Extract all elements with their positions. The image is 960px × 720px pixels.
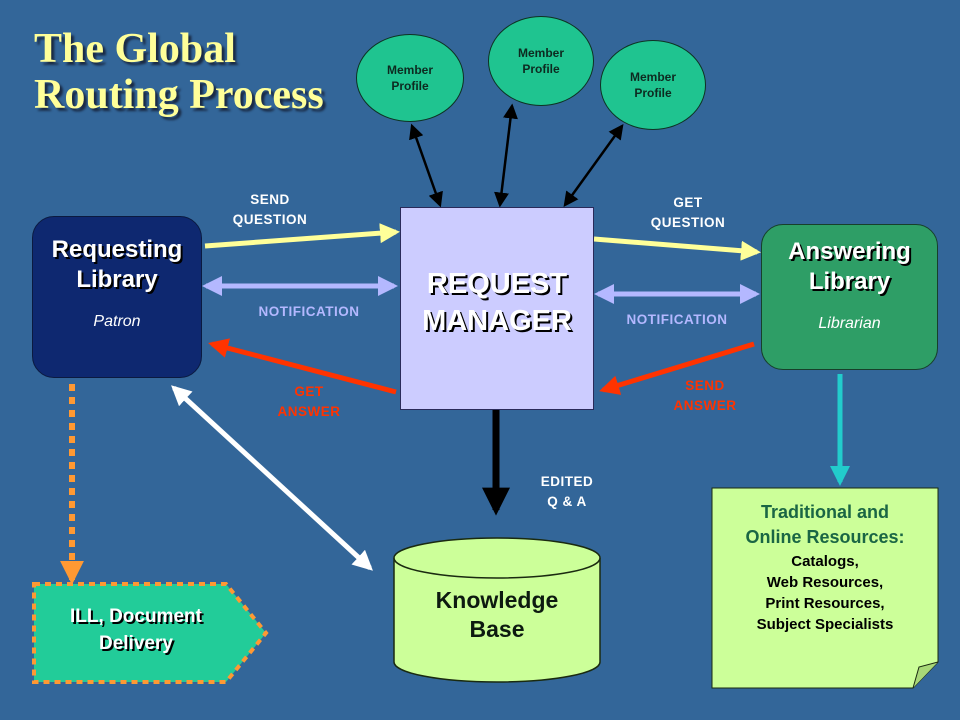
get-answer-label: GET ANSWER — [254, 382, 364, 422]
member-profile-3-line2: Profile — [634, 86, 672, 100]
requesting-library-title: Requesting Library — [33, 235, 201, 295]
member-profile-2-line1: Member — [517, 46, 564, 60]
get-question-line2: QUESTION — [650, 215, 726, 230]
request-manager: REQUEST MANAGER — [400, 207, 594, 410]
answering-library-title: Answering Library — [762, 237, 937, 297]
knowledge-base-label: Knowledge Base — [394, 586, 600, 644]
resources-item: Subject Specialists — [756, 616, 894, 633]
ill-line2: Delivery — [99, 633, 173, 654]
answering-library-sub: Librarian — [818, 315, 881, 332]
resources-box: Traditional and Online Resources: Catalo… — [712, 500, 938, 635]
member-profile-1-line1: Member — [386, 63, 433, 77]
get-answer-arrow — [208, 338, 397, 395]
title-line-1: The Global — [34, 26, 236, 72]
request-manager-line1: REQUEST — [426, 268, 568, 300]
ill-shape — [32, 582, 269, 684]
request-manager-title: REQUEST MANAGER — [401, 266, 593, 340]
edited-qa-line1: EDITED — [540, 474, 594, 489]
member-profile-3-line1: Member — [629, 70, 676, 84]
get-question-line1: GET — [673, 195, 703, 210]
send-question-line1: SEND — [250, 192, 290, 207]
request-manager-line2: MANAGER — [422, 305, 572, 337]
knowledge-base-line2: Base — [469, 616, 525, 642]
resources-heading-line2: Online Resources: — [745, 527, 905, 547]
member-profile-1-arrow — [409, 123, 443, 208]
send-question-line2: QUESTION — [232, 212, 308, 227]
get-answer-line2: ANSWER — [277, 404, 341, 419]
get-question-label: GET QUESTION — [626, 193, 750, 233]
requesting-library: Requesting Library Patron — [32, 216, 202, 378]
get-question-arrow — [593, 236, 761, 261]
send-answer-line2: ANSWER — [673, 398, 737, 413]
requesting-library-line2: Library — [76, 266, 158, 293]
ill-line1: ILL, Document — [70, 606, 202, 627]
resources-heading-line1: Traditional and — [760, 502, 889, 522]
resources-list: Catalogs, Web Resources, Print Resources… — [712, 551, 938, 635]
answering-library-line1: Answering — [788, 238, 911, 265]
knowledge-base-link-arrow — [171, 385, 373, 571]
slide-title: The Global Routing Process — [34, 26, 324, 118]
send-answer-label: SEND ANSWER — [650, 376, 760, 416]
knowledge-base-cylinder — [393, 537, 601, 683]
resources-item: Print Resources, — [765, 595, 885, 612]
member-profile-2-arrow — [494, 103, 518, 208]
knowledge-base-line1: Knowledge — [435, 587, 559, 613]
member-profile-3-arrow — [563, 123, 624, 208]
send-answer-arrow — [599, 341, 755, 395]
notification-right-label: NOTIFICATION — [626, 312, 728, 327]
edited-qa-label: EDITED Q & A — [520, 472, 614, 512]
send-answer-line1: SEND — [685, 378, 725, 393]
get-answer-line1: GET — [294, 384, 324, 399]
member-profile-1-line2: Profile — [391, 79, 429, 93]
edited-qa-line2: Q & A — [547, 494, 587, 509]
send-question-label: SEND QUESTION — [208, 190, 332, 230]
resources-item: Catalogs, — [791, 553, 859, 570]
send-question-arrow — [204, 223, 400, 249]
answering-library: Answering Library Librarian — [761, 224, 938, 370]
resources-item: Web Resources, — [766, 574, 884, 591]
ill-label: ILL, Document Delivery — [36, 603, 236, 657]
requesting-library-sub: Patron — [93, 313, 141, 330]
answering-library-line2: Library — [808, 268, 891, 295]
notification-left-label: NOTIFICATION — [258, 304, 360, 319]
requesting-library-line1: Requesting — [51, 236, 183, 263]
title-line-2: Routing Process — [34, 72, 324, 118]
member-profile-2-line2: Profile — [522, 62, 560, 76]
resources-fold — [912, 661, 939, 689]
resources-heading: Traditional and Online Resources: — [712, 500, 938, 550]
